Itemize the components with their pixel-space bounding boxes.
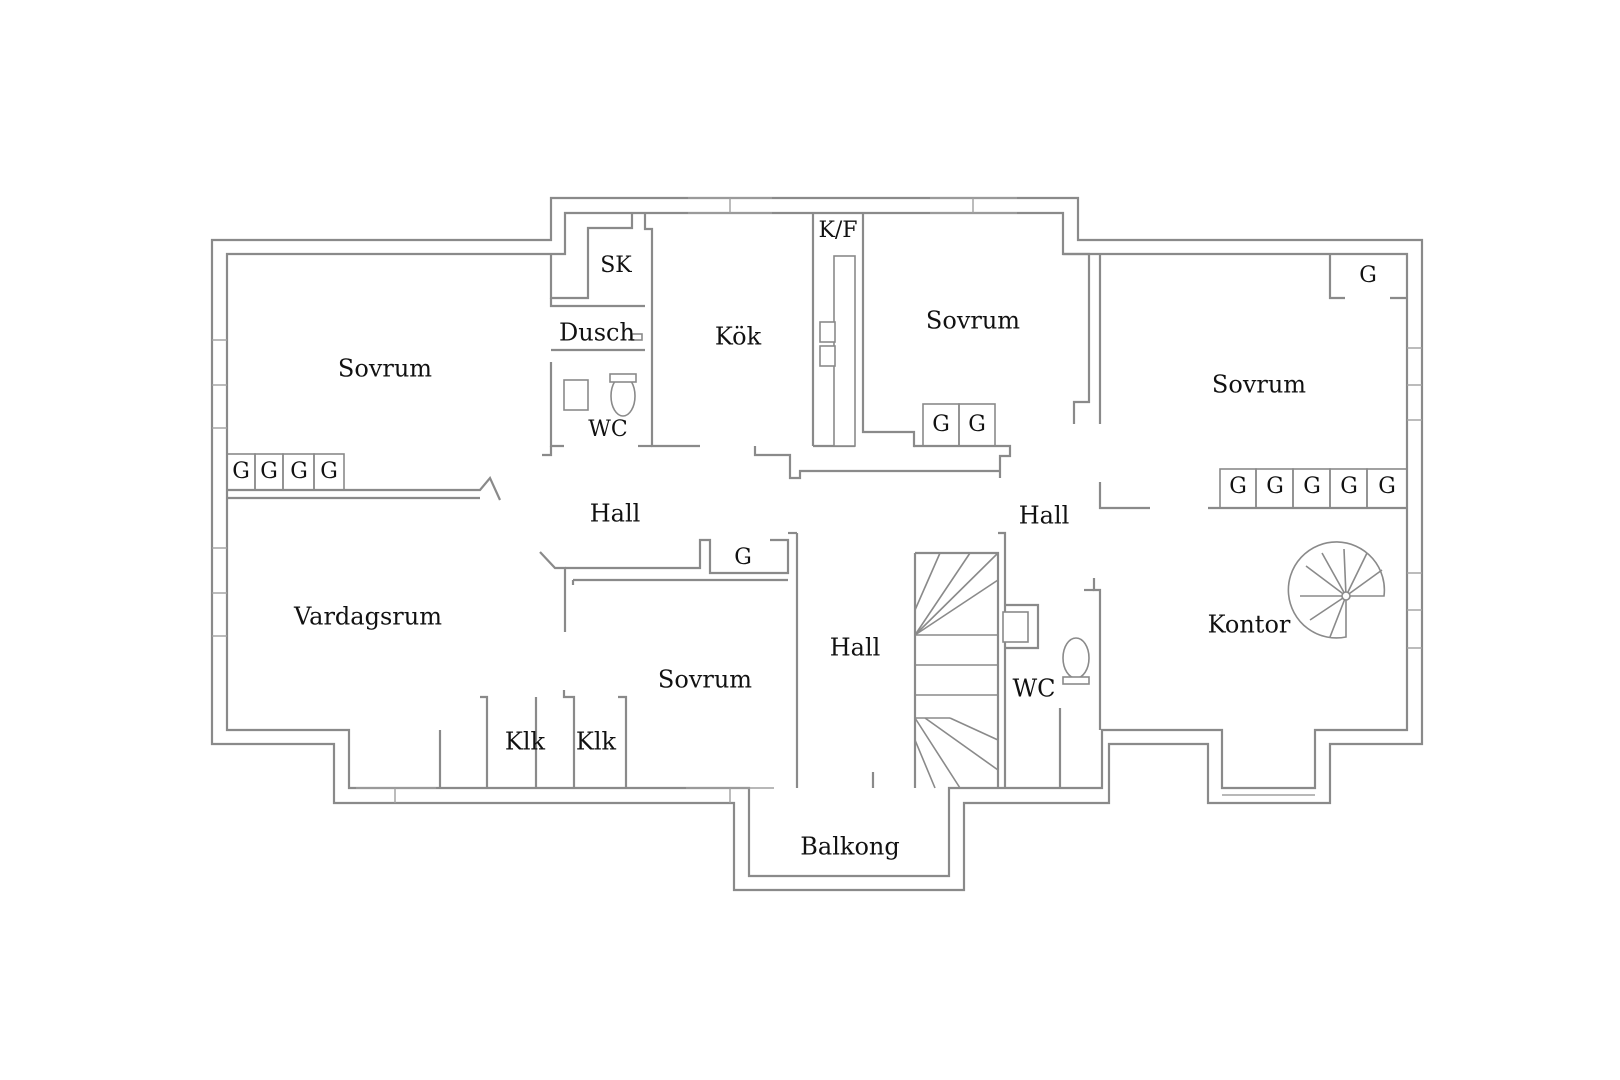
room-label-klk: Klk xyxy=(505,728,546,756)
wardrobe-label: G xyxy=(968,412,986,437)
room-label-vardagsrum: Vardagsrum xyxy=(293,603,442,631)
room-label-sovrum: Sovrum xyxy=(658,666,752,694)
windows xyxy=(212,197,1422,803)
shower-icon xyxy=(631,333,643,341)
interior-walls xyxy=(227,213,1407,788)
kitchen-counter xyxy=(833,255,856,447)
wardrobe-label: G xyxy=(1229,474,1247,499)
wardrobe-label: G xyxy=(290,459,308,484)
room-label-wc: WC xyxy=(588,417,627,442)
wardrobe-label: G xyxy=(1378,474,1396,499)
room-label-dusch: Dusch xyxy=(559,319,635,347)
wardrobe-label: G xyxy=(232,459,250,484)
wardrobe-label: G xyxy=(320,459,338,484)
room-label-hall: Hall xyxy=(590,500,641,528)
room-label-hall: Hall xyxy=(1019,502,1070,530)
fixtures xyxy=(563,255,1386,789)
wardrobe-label: G xyxy=(1303,474,1321,499)
room-label-sovrum: Sovrum xyxy=(1212,371,1306,399)
outer-walls xyxy=(210,196,1424,892)
room-label-balkong: Balkong xyxy=(800,833,899,861)
wardrobe-label: G xyxy=(1359,263,1377,288)
washbasin-icon xyxy=(563,379,589,411)
room-label-sovrum: Sovrum xyxy=(338,355,432,383)
kitchen-sink xyxy=(819,345,836,367)
wardrobe-label: G xyxy=(932,412,950,437)
room-label-klk: Klk xyxy=(576,728,617,756)
room-label-hall: Hall xyxy=(830,634,881,662)
room-label-kontor: Kontor xyxy=(1208,611,1291,639)
kitchen-sink xyxy=(819,321,836,343)
washbasin-icon xyxy=(1002,611,1029,643)
spiral-staircase xyxy=(1287,541,1386,639)
wardrobe-label: G xyxy=(1266,474,1284,499)
wardrobe-label: G xyxy=(1340,474,1358,499)
room-label-sovrum: Sovrum xyxy=(926,307,1020,335)
room-label-sk: SK xyxy=(600,253,632,278)
wardrobes: G G G G G G G G G G G G G xyxy=(226,263,1408,570)
wardrobe-label: G xyxy=(260,459,278,484)
room-label-kok: Kök xyxy=(715,323,762,351)
staircase xyxy=(914,552,999,789)
room-labels: Sovrum SK Dusch WC Kök K/F Sovrum Sovrum… xyxy=(293,218,1306,861)
toilet-icon xyxy=(1062,637,1090,679)
wardrobe-label: G xyxy=(734,545,752,570)
room-label-kf: K/F xyxy=(818,218,857,243)
room-label-wc: WC xyxy=(1012,675,1055,703)
